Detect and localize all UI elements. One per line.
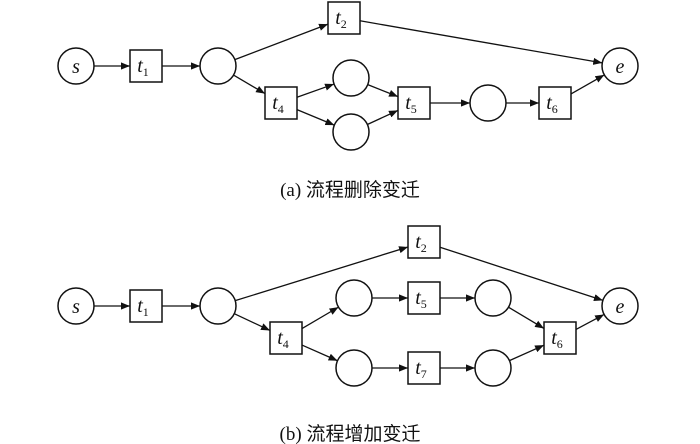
place-label: s: [72, 56, 80, 78]
arc-p1-to-t4: [233, 74, 266, 95]
transition-label: t5: [405, 92, 417, 116]
transition-t7: t7: [407, 351, 441, 385]
transition-subscript: 6: [552, 102, 558, 116]
transition-subscript: 1: [143, 65, 149, 79]
arc-t4-to-p2: [296, 83, 335, 98]
transition-subscript: 4: [278, 102, 284, 116]
arc-t6-to-e: [570, 74, 605, 95]
transition-t2: t2: [327, 1, 361, 35]
transition-subscript: 5: [421, 297, 427, 311]
transition-label: t6: [546, 92, 558, 116]
transition-label: t1: [137, 55, 149, 79]
place-label: e: [616, 56, 625, 78]
transition-t1: t1: [129, 49, 163, 83]
transition-t2: t2: [407, 225, 441, 259]
arc-t2-to-e: [439, 246, 604, 302]
place-p4: [469, 84, 507, 122]
place-s: s: [57, 47, 95, 85]
transition-t6: t6: [538, 86, 572, 120]
transition-subscript: 2: [421, 241, 427, 255]
arc-t4-to-p3: [301, 344, 338, 362]
arcs-layer: [94, 20, 605, 372]
transition-subscript: 7: [421, 367, 427, 381]
place-p2: [332, 59, 370, 97]
caption-b: (b) 流程增加变迁: [280, 423, 421, 444]
place-e: e: [601, 287, 639, 325]
arc-p5-to-t6: [509, 344, 545, 362]
place-label: e: [616, 296, 625, 318]
place-p4: [474, 279, 512, 317]
arc-t2-to-e: [359, 20, 603, 65]
place-label: s: [72, 296, 80, 318]
place-p3: [332, 113, 370, 151]
arc-p1-to-t2: [234, 246, 409, 302]
transition-label: t5: [415, 287, 427, 311]
transition-t4: t4: [269, 321, 303, 355]
place-p1: [199, 287, 237, 325]
transition-label: t2: [335, 7, 347, 31]
place-p1: [199, 47, 237, 85]
arc-p2-to-t5: [367, 84, 399, 98]
transition-label: t4: [277, 327, 289, 351]
transition-subscript: 2: [341, 17, 347, 31]
arc-p1-to-t4: [234, 313, 271, 332]
transition-label: t4: [272, 92, 284, 116]
arc-p4-to-t6: [508, 306, 545, 330]
transition-t1: t1: [129, 289, 163, 323]
place-p3: [335, 349, 373, 387]
transition-subscript: 5: [411, 102, 417, 116]
transition-label: t6: [551, 327, 563, 351]
transition-label: t2: [415, 231, 427, 255]
arc-p1-to-t2: [234, 23, 329, 61]
transition-t6: t6: [543, 321, 577, 355]
transition-label: t7: [415, 357, 427, 381]
arc-t6-to-e: [575, 313, 605, 331]
place-p5: [474, 349, 512, 387]
transition-label: t1: [137, 295, 149, 319]
caption-a: (a) 流程删除变迁: [280, 179, 420, 201]
place-e: e: [601, 47, 639, 85]
transition-t5: t5: [397, 86, 431, 120]
place-p2: [335, 279, 373, 317]
transition-subscript: 1: [143, 305, 149, 319]
arc-t4-to-p2: [301, 306, 339, 330]
arc-p3-to-t5: [367, 109, 399, 126]
arc-t4-to-p3: [296, 109, 335, 126]
transition-t4: t4: [264, 86, 298, 120]
nodes-layer: s e t1 t2 t4 t5 t6 s e t1 t2 t4 t5 t7 t6: [57, 1, 639, 387]
place-s: s: [57, 287, 95, 325]
transition-subscript: 6: [557, 337, 563, 351]
transition-t5: t5: [407, 281, 441, 315]
transition-subscript: 4: [283, 337, 289, 351]
